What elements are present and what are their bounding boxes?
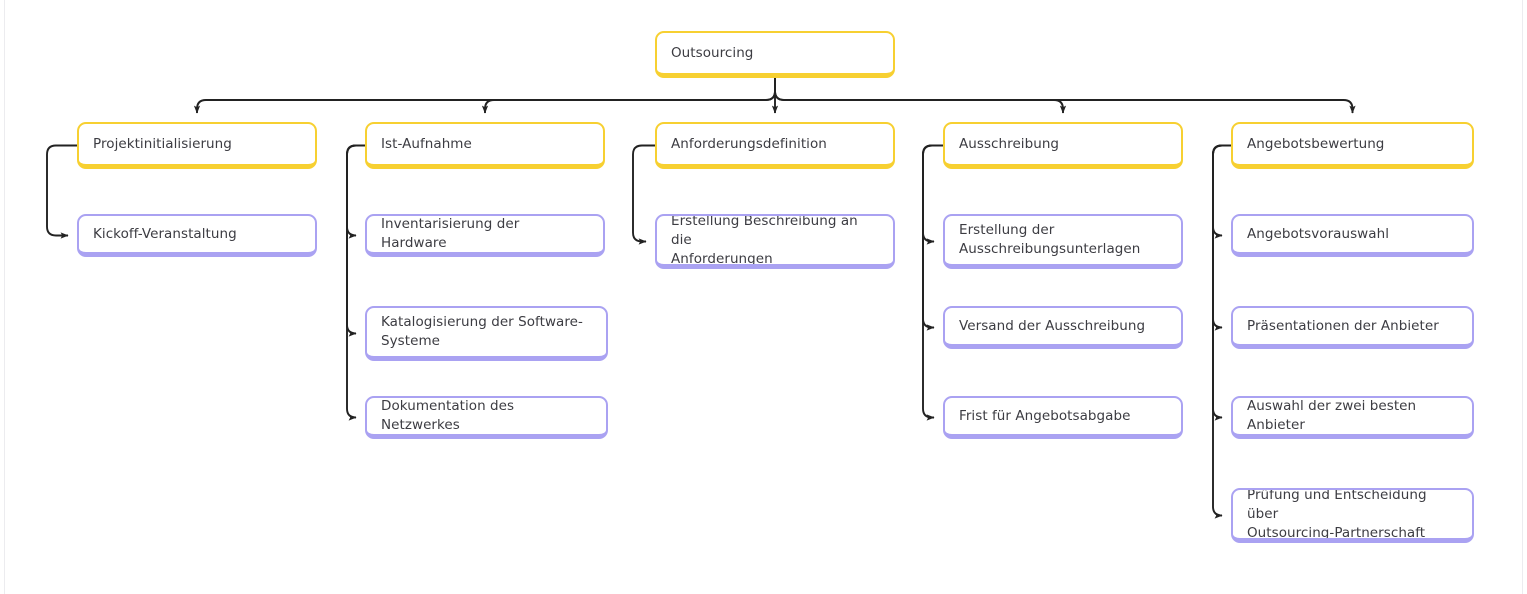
node-label: Prüfung und Entscheidung über Outsourcin…	[1247, 488, 1427, 541]
node-leaf-kickoff-veranstaltung[interactable]: Kickoff-Veranstaltung	[77, 214, 317, 257]
node-label: Erstellung der Ausschreibungsunterlagen	[959, 222, 1141, 257]
node-label: Frist für Angebotsabgabe	[959, 407, 1131, 424]
node-label: Kickoff-Veranstaltung	[93, 225, 237, 242]
node-leaf-dokumentation-des-netzwerkes[interactable]: Dokumentation des Netzwerkes	[365, 396, 608, 439]
node-leaf-pruefung-und-entscheidung-ueber-outsourcing-pa[interactable]: Prüfung und Entscheidung über Outsourcin…	[1231, 488, 1474, 543]
node-leaf-katalogisierung-der-software-systeme[interactable]: Katalogisierung der Software- Systeme	[365, 306, 608, 361]
node-branch-projektinitialisierung[interactable]: Projektinitialisierung	[77, 122, 317, 169]
node-label: Präsentationen der Anbieter	[1247, 317, 1439, 334]
node-leaf-inventarisierung-der-hardware[interactable]: Inventarisierung der Hardware	[365, 214, 605, 257]
node-label: Ausschreibung	[959, 135, 1060, 152]
node-leaf-erstellung-beschreibung-an-die-anforderungen[interactable]: Erstellung Beschreibung an die Anforderu…	[655, 214, 895, 269]
node-leaf-angebotsvorauswahl[interactable]: Angebotsvorauswahl	[1231, 214, 1474, 257]
page-edge-rule-left	[4, 0, 5, 594]
node-label: Anforderungsdefinition	[671, 135, 827, 152]
node-label: Versand der Ausschreibung	[959, 317, 1146, 334]
node-branch-ausschreibung[interactable]: Ausschreibung	[943, 122, 1183, 169]
node-label: Inventarisierung der Hardware	[381, 216, 520, 251]
node-leaf-versand-der-ausschreibung[interactable]: Versand der Ausschreibung	[943, 306, 1183, 349]
node-leaf-praesentationen-der-anbieter[interactable]: Präsentationen der Anbieter	[1231, 306, 1474, 349]
node-root-outsourcing[interactable]: Outsourcing	[655, 31, 895, 78]
node-label: Ist-Aufnahme	[381, 135, 472, 152]
node-label: Auswahl der zwei besten Anbieter	[1247, 398, 1417, 433]
node-label: Projektinitialisierung	[93, 135, 232, 152]
node-leaf-frist-fuer-angebotsabgabe[interactable]: Frist für Angebotsabgabe	[943, 396, 1183, 439]
node-label: Dokumentation des Netzwerkes	[381, 398, 515, 433]
node-label: Angebotsbewertung	[1247, 135, 1385, 152]
node-branch-ist-aufnahme[interactable]: Ist-Aufnahme	[365, 122, 605, 169]
node-leaf-auswahl-der-zwei-besten-anbieter[interactable]: Auswahl der zwei besten Anbieter	[1231, 396, 1474, 439]
node-label: Erstellung Beschreibung an die Anforderu…	[671, 214, 858, 267]
node-branch-angebotsbewertung[interactable]: Angebotsbewertung	[1231, 122, 1474, 169]
node-label: Outsourcing	[671, 44, 754, 61]
page-edge-rule-right	[1522, 0, 1523, 594]
node-branch-anforderungsdefinition[interactable]: Anforderungsdefinition	[655, 122, 895, 169]
node-label: Angebotsvorauswahl	[1247, 225, 1390, 242]
node-leaf-erstellung-der-ausschreibungsunterlagen[interactable]: Erstellung der Ausschreibungsunterlagen	[943, 214, 1183, 269]
node-label: Katalogisierung der Software- Systeme	[381, 314, 583, 349]
